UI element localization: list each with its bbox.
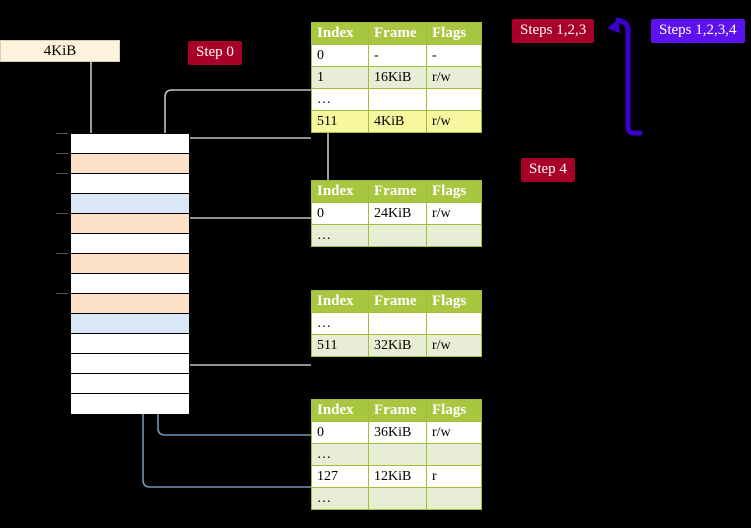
frame-4kib-box: 4KiB (0, 40, 120, 62)
table-cell-flg (426, 88, 482, 111)
memory-frame-row (71, 394, 189, 414)
step-0-badge: Step 0 (188, 41, 242, 65)
table-cell-idx: 0 (311, 202, 369, 225)
table-cell-frm (368, 487, 427, 510)
table-cell-flg: r/w (426, 110, 482, 133)
table-cell-idx: 511 (311, 110, 369, 133)
memory-frame-row (71, 334, 189, 354)
column-header-frame: Frame (368, 399, 427, 422)
table-cell-frm (368, 312, 427, 335)
table-cell-flg: r/w (426, 66, 482, 89)
memory-scale-tick (56, 133, 68, 134)
step-4-badge: Step 4 (521, 158, 575, 182)
memory-frame-row (71, 254, 189, 274)
table-cell-flg (426, 487, 482, 510)
column-header-frame: Frame (368, 180, 427, 203)
steps-1234-badge: Steps 1,2,3,4 (651, 19, 745, 43)
column-header-flags: Flags (426, 399, 482, 422)
memory-frame-row (71, 174, 189, 194)
table-cell-flg (426, 224, 482, 247)
table-cell-frm: 12KiB (368, 465, 427, 488)
steps-loop-arrow (607, 17, 643, 136)
table-cell-idx: … (311, 312, 369, 335)
memory-frame-row (71, 194, 189, 214)
table-row: … (311, 224, 482, 247)
frame-4kib-label: 4KiB (43, 42, 77, 59)
memory-scale-tick (56, 213, 68, 214)
table-row: 0-- (311, 44, 482, 67)
table-row: … (311, 487, 482, 510)
steps-123-badge: Steps 1,2,3 (512, 19, 595, 43)
table-cell-idx: … (311, 88, 369, 111)
table-cell-frm: 24KiB (368, 202, 427, 225)
memory-frame-row (71, 154, 189, 174)
memory-frame-row (71, 134, 189, 154)
table-cell-flg (426, 443, 482, 466)
table-cell-frm: 4KiB (368, 110, 427, 133)
memory-scale-tick (56, 253, 68, 254)
table-cell-flg: r/w (426, 202, 482, 225)
table-row: … (311, 443, 482, 466)
wire-t2-32kib-to-memory (166, 299, 311, 366)
table-cell-frm (368, 224, 427, 247)
memory-frame-row (71, 214, 189, 234)
memory-frame-row (71, 354, 189, 374)
wire-t1-24kib-to-memory (177, 217, 311, 259)
table-cell-flg: r/w (426, 334, 482, 357)
column-header-frame: Frame (368, 22, 427, 45)
memory-frame-row (71, 274, 189, 294)
column-header-index: Index (311, 399, 369, 422)
table-cell-frm (368, 88, 427, 111)
memory-scale-tick (56, 153, 68, 154)
table-cell-flg: r (426, 465, 482, 488)
column-header-frame: Frame (368, 290, 427, 313)
table-cell-idx: 0 (311, 44, 369, 67)
physical-memory-column (70, 133, 190, 414)
table-cell-flg: r/w (426, 421, 482, 444)
memory-scale-tick (56, 293, 68, 294)
column-header-index: Index (311, 180, 369, 203)
table-cell-frm: 36KiB (368, 421, 427, 444)
table-row: … (311, 312, 482, 335)
memory-frame-row (71, 234, 189, 254)
table-cell-idx: 1 (311, 66, 369, 89)
column-header-index: Index (311, 290, 369, 313)
table-cell-frm: - (368, 44, 427, 67)
column-header-index: Index (311, 22, 369, 45)
table-cell-flg (426, 312, 482, 335)
table-row: … (311, 88, 482, 111)
table-cell-flg: - (426, 44, 482, 67)
memory-scale-tick (56, 173, 68, 174)
column-header-flags: Flags (426, 290, 482, 313)
memory-frame-row (71, 314, 189, 334)
table-cell-frm: 32KiB (368, 334, 427, 357)
table-cell-frm: 16KiB (368, 66, 427, 89)
column-header-flags: Flags (426, 180, 482, 203)
memory-frame-row (71, 294, 189, 314)
memory-frame-row (71, 374, 189, 394)
table-cell-idx: 511 (311, 334, 369, 357)
table-cell-idx: 0 (311, 421, 369, 444)
table-cell-idx: … (311, 487, 369, 510)
table-cell-frm (368, 443, 427, 466)
table-cell-idx: … (311, 224, 369, 247)
table-cell-idx: … (311, 443, 369, 466)
table-cell-idx: 127 (311, 465, 369, 488)
column-header-flags: Flags (426, 22, 482, 45)
